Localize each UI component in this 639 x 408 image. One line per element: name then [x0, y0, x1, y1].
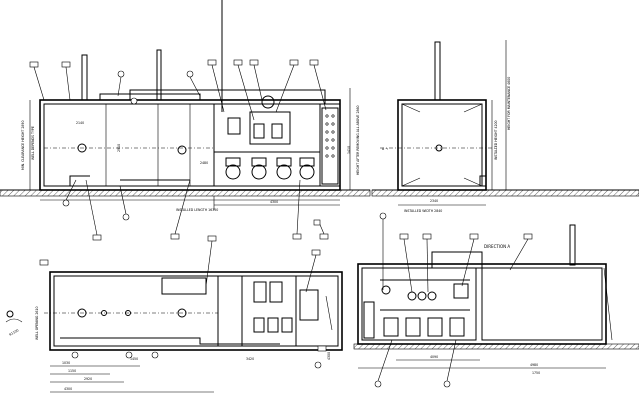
top-pipe-2	[129, 89, 326, 104]
pump-3	[276, 164, 292, 180]
plan-top-equipment	[161, 277, 207, 295]
plan-dim-label-1: 1030	[62, 361, 70, 365]
section-pumps	[383, 317, 465, 337]
motor-1	[225, 157, 241, 167]
side-height-label: INSTALLED HEIGHT 4200	[494, 120, 498, 160]
panel-buttons	[325, 114, 335, 158]
plan-note-left: WELL OPENING 2610	[35, 307, 39, 340]
plan-filter-2	[269, 281, 283, 303]
dim-label-d1: 2140	[76, 121, 84, 125]
dim-label-d2: 2910	[117, 144, 121, 152]
motor-2	[251, 157, 267, 167]
tank-section	[43, 103, 215, 187]
callout-tags-section	[374, 212, 533, 388]
side-inner	[401, 103, 483, 187]
section-valves	[381, 285, 437, 301]
pump-4	[299, 164, 315, 180]
plan-manhole-2	[177, 308, 187, 318]
rotation-arc	[5, 318, 23, 323]
section-filter	[453, 283, 469, 299]
dim-label-d4: 1410	[347, 146, 351, 154]
plan-filter-1	[253, 281, 267, 303]
side-container	[397, 99, 487, 191]
section-tank	[481, 267, 603, 341]
plan-view: 1030 1150 2920 4300 1450 3420 4300 WELL …	[5, 235, 343, 393]
plan-dim-label-6: 3420	[246, 357, 254, 361]
section-title: DIRECTION A	[484, 244, 510, 249]
expansion-vessel	[261, 95, 275, 109]
plan-fitting-2	[125, 310, 131, 316]
corner-brace-4	[463, 177, 483, 187]
drain-pipe	[69, 175, 90, 186]
front-elevation-view: 2140 2910 2480 1410 4300 INSTALLED LENGT…	[0, 0, 371, 241]
rotation-symbol	[6, 310, 14, 318]
left-note: MIN. CLEARANCE HEIGHT 2890	[21, 121, 25, 171]
plan-note-radius: R1100	[9, 328, 20, 337]
side-elevation-view: A → 2340 INSTALLED WIDTH 2840 INSTALLED …	[371, 40, 639, 213]
callout-tags-plan	[39, 235, 327, 369]
filter-2	[271, 123, 283, 139]
side-manhole	[435, 144, 443, 152]
pump-1	[225, 164, 241, 180]
plan-dim-label-5: 1450	[130, 357, 138, 361]
upper-equipment	[249, 111, 291, 145]
top-pipe	[99, 93, 201, 100]
filter-1	[253, 123, 265, 139]
side-stack	[434, 41, 441, 101]
manhole-right	[177, 145, 187, 155]
control-panel	[321, 107, 339, 185]
ground-hatch-side	[371, 189, 639, 197]
corner-brace-1	[401, 103, 421, 113]
side-fitting	[479, 175, 487, 187]
plan-outline	[49, 271, 343, 351]
side-width-d1: 2340	[430, 199, 438, 203]
vent-pipe	[156, 49, 162, 101]
section-stack	[569, 224, 576, 266]
section-dim-label-3: 1750	[532, 371, 540, 375]
section-panel	[363, 301, 375, 339]
plan-tank-small	[299, 289, 319, 321]
corner-brace-2	[463, 103, 483, 113]
plan-pumps	[253, 317, 293, 333]
stack-pipe	[81, 54, 88, 101]
plan-dim-label-7: 4300	[327, 352, 331, 360]
section-edge	[603, 267, 613, 341]
plan-bolt	[325, 295, 333, 331]
plan-pipe-bottom	[60, 337, 280, 345]
dim-label-d5: 4300	[270, 200, 278, 204]
side-arrow: A →	[382, 147, 388, 151]
ground-hatch	[0, 189, 371, 197]
installed-length-label: INSTALLED LENGTH 16350	[176, 208, 218, 212]
plan-manhole-1	[77, 308, 87, 318]
roof-note: WELL DEPENDS TYPE	[31, 126, 35, 160]
section-room	[361, 267, 477, 341]
corner-brace-3	[401, 177, 421, 187]
motor-3	[276, 157, 292, 167]
section-dim-label-2: 4980	[530, 363, 538, 367]
pump-group-front	[225, 157, 315, 180]
section-top-unit	[431, 251, 483, 269]
plan-dim-label-3: 2920	[84, 377, 92, 381]
plan-fitting-1	[101, 310, 107, 316]
section-view: DIRECTION A 4090 4980 1750	[353, 212, 639, 388]
plan-room	[217, 275, 339, 347]
motor-4	[299, 157, 315, 167]
plan-dim-label-2: 1150	[68, 369, 76, 373]
equipment-room	[213, 103, 341, 187]
side-maint-label: HEIGHT FOR MAINTENANCE 4600	[507, 77, 511, 130]
control-box	[227, 117, 241, 135]
height-removal-label: HEIGHT AFTER REMOVING ALL ABOVE 2860	[356, 105, 360, 175]
dim-label-d3: 2480	[200, 161, 208, 165]
side-width-label: INSTALLED WIDTH 2840	[404, 209, 442, 213]
plan-dim-label-4: 4300	[64, 387, 72, 391]
callout-tags-front	[29, 59, 329, 241]
pump-2	[251, 164, 267, 180]
section-dim-label-1: 4090	[430, 355, 438, 359]
